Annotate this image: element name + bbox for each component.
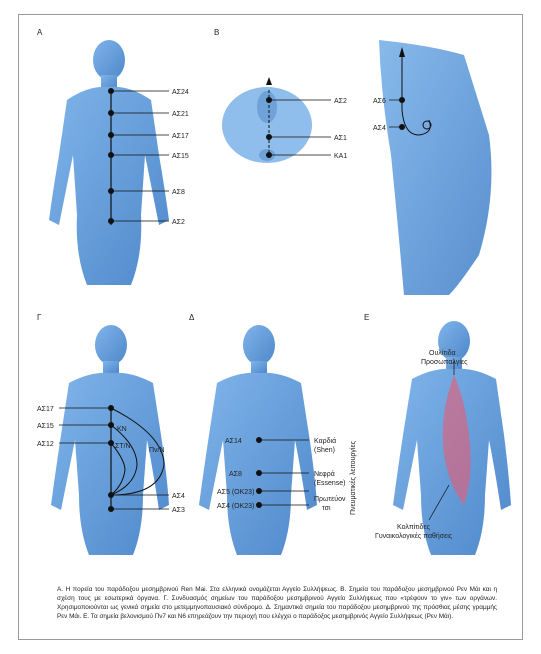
side-label: Πνευματικές λειτουργίες: [349, 440, 357, 515]
function-label: Καρδιά: [314, 437, 336, 445]
panel-g-body: [51, 325, 169, 555]
meridian-label: Πν/Ν: [149, 447, 165, 454]
figure-caption: Α. Η πορεία του παράδοξου μεσημβρινού Re…: [57, 585, 497, 621]
point-label: ΑΣ4 (ΟΚ23): [217, 503, 254, 510]
condition-label: Ουλίτιδα: [429, 349, 456, 357]
point-label: ΑΣ2: [172, 219, 185, 226]
anatomy-figure: Α ΑΣ24 ΑΣ21 ΑΣ17 ΑΣ15 ΑΣ8 ΑΣ2: [19, 15, 524, 575]
point-label: ΑΣ21: [172, 111, 189, 118]
function-label: (Shen): [314, 447, 335, 454]
panel-a-letter: Α: [37, 28, 43, 37]
point-label: ΑΣ15: [172, 153, 189, 160]
panel-e: Ε Ουλίτιδα Προσωπαλγίες Κολπίτιδες Γυναι…: [364, 313, 511, 555]
point-label: ΑΣ4: [373, 125, 386, 132]
point-label: ΑΣ2: [334, 98, 347, 105]
point-label: ΑΣ5 (ΟΚ23): [217, 489, 254, 496]
condition-label: Γυναικολογικές παθήσεις: [375, 532, 453, 540]
point-label: ΑΣ8: [229, 471, 242, 478]
function-label: τσι: [322, 505, 331, 512]
condition-label: Προσωπαλγίες: [421, 358, 468, 366]
panel-g: Γ ΑΣ17 ΑΣ15 ΑΣ12 ΑΣ4 ΑΣ3 ΚΝ ΣΤ/Ν Πν/Ν: [37, 313, 185, 555]
point-label: ΑΣ14: [225, 438, 242, 445]
panel-d: Δ ΑΣ14 ΑΣ8 ΑΣ5 (ΟΚ23) ΑΣ4 (ΟΚ23) Καρδιά …: [189, 313, 357, 555]
meridian-label: ΣΤ/Ν: [115, 443, 131, 450]
point-label: ΑΣ8: [172, 189, 185, 196]
panel-b-side-body: [379, 40, 491, 295]
panel-g-letter: Γ: [37, 313, 42, 322]
function-label: Πρωτεύον: [314, 495, 346, 503]
panel-b: Β ΑΣ2 ΑΣ1 ΚΑ1 ΑΣ6 ΑΣ4: [214, 28, 491, 295]
panel-b-letter: Β: [214, 28, 219, 37]
panel-a-body: [49, 40, 169, 285]
point-label: ΚΑ1: [334, 153, 347, 160]
function-label: Νεφρά: [314, 470, 335, 478]
meridian-label: ΚΝ: [117, 426, 127, 433]
point-label: ΑΣ15: [37, 423, 54, 430]
panel-e-letter: Ε: [364, 313, 369, 322]
condition-label: Κολπίτιδες: [397, 523, 431, 531]
point-label: ΑΣ24: [172, 89, 189, 96]
point-label: ΑΣ6: [373, 98, 386, 105]
point-label: ΑΣ17: [172, 133, 189, 140]
panel-a: Α ΑΣ24 ΑΣ21 ΑΣ17 ΑΣ15 ΑΣ8 ΑΣ2: [37, 28, 189, 285]
point-label: ΑΣ3: [172, 507, 185, 514]
function-label: (Essense): [314, 480, 346, 487]
point-label: ΑΣ1: [334, 135, 347, 142]
point-label: ΑΣ12: [37, 441, 54, 448]
point-label: ΑΣ17: [37, 406, 54, 413]
panel-d-letter: Δ: [189, 313, 195, 322]
figure-page: Α ΑΣ24 ΑΣ21 ΑΣ17 ΑΣ15 ΑΣ8 ΑΣ2: [18, 14, 523, 640]
point-label: ΑΣ4: [172, 493, 185, 500]
